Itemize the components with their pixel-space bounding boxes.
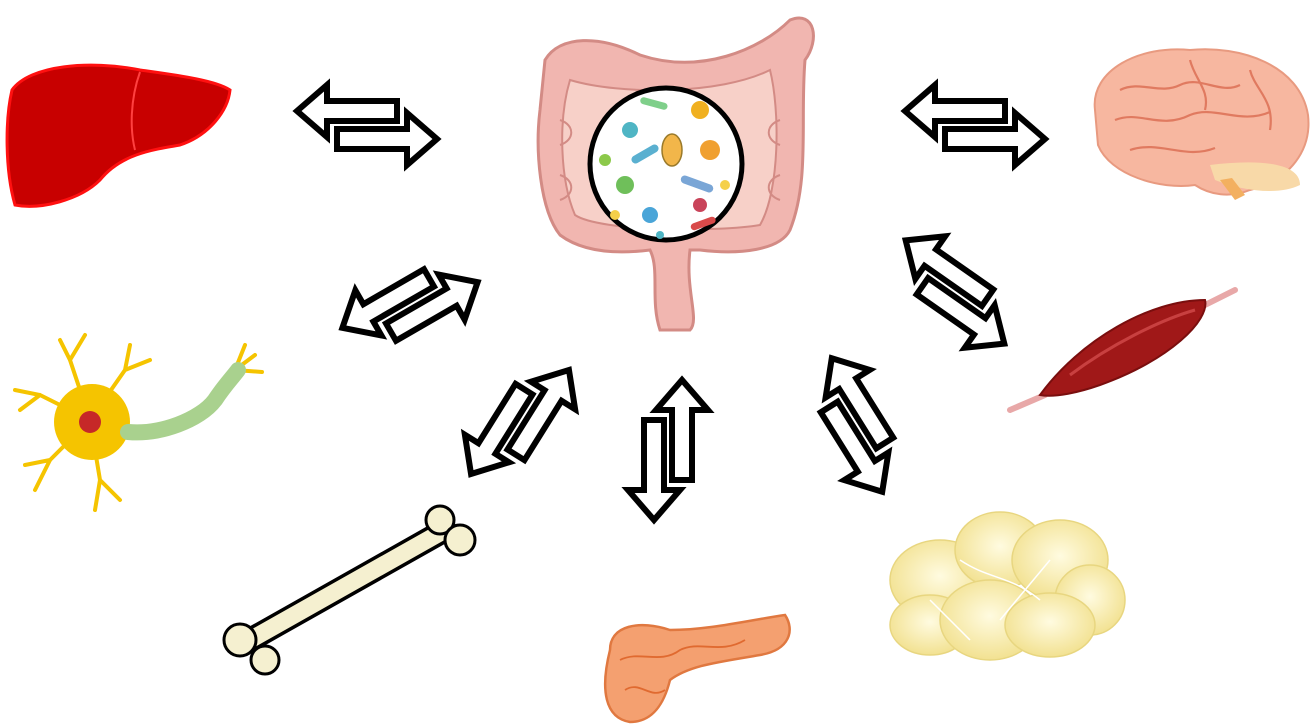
- neuron-icon: [15, 335, 262, 510]
- liver-icon: [7, 65, 230, 206]
- gut-microbiota-hub: [538, 18, 813, 330]
- arrow-pair-bone: [449, 341, 591, 502]
- arrow-pair-adipose-tissue: [786, 344, 928, 505]
- arrow-pair-neuron: [329, 235, 490, 374]
- pancreas-icon: [605, 615, 790, 722]
- brain-icon: [1095, 49, 1309, 200]
- arrow-pair-liver: [297, 85, 437, 165]
- arrow-pair-skeletal-muscle: [875, 219, 1036, 365]
- bone-icon: [224, 506, 475, 674]
- microbiota-lens-icon: [590, 88, 742, 240]
- arrow-pair-brain: [905, 85, 1045, 165]
- arrow-pair-pancreas: [628, 380, 708, 520]
- skeletal-muscle-icon: [1010, 290, 1235, 410]
- adipose-tissue-icon: [890, 512, 1125, 660]
